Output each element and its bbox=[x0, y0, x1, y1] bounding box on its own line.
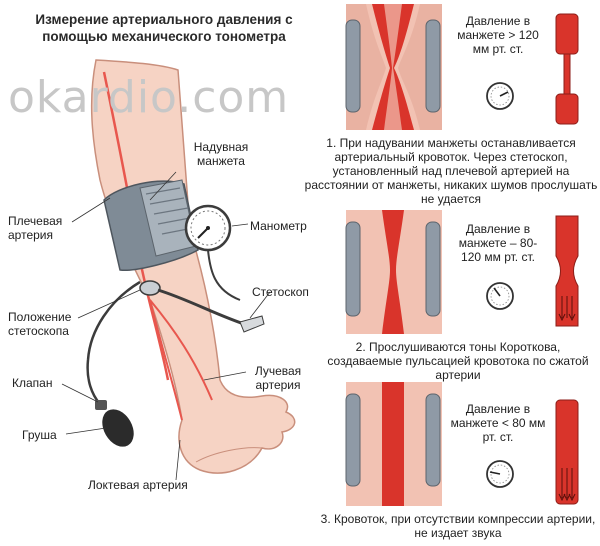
label-manometer: Манометр bbox=[250, 219, 307, 233]
panel-2-pressure: Давление в манжете – 80-120 мм рт. ст. bbox=[452, 222, 544, 264]
label-brachial-artery: Плечевая артерия bbox=[8, 214, 78, 242]
label-ulnar-artery: Локтевая артерия bbox=[88, 478, 188, 492]
panel-2-artery-section bbox=[346, 210, 442, 334]
panel-3-artery-section bbox=[346, 382, 442, 506]
panel-2-gauge bbox=[487, 283, 513, 309]
panel-1-caption: 1. При надувании манжеты останавливается… bbox=[302, 136, 600, 206]
panel-1-artery-section bbox=[346, 4, 442, 130]
label-stethoscope-position: Положение стетоскопа bbox=[8, 310, 88, 338]
panel-1-gauge bbox=[487, 83, 513, 109]
panel-2-vessel bbox=[556, 216, 578, 326]
panel-1-pressure: Давление в манжете > 120 мм рт. ст. bbox=[448, 14, 548, 56]
watermark: okardio.com bbox=[8, 72, 289, 123]
bulb-assembly bbox=[88, 282, 141, 452]
panel-3-pressure: Давление в манжете < 80 мм рт. ст. bbox=[448, 402, 548, 444]
panel-3-vessel bbox=[556, 400, 578, 504]
panel-1-vessel bbox=[556, 14, 578, 124]
label-cuff: Надувная манжета bbox=[176, 140, 266, 168]
label-bulb: Груша bbox=[22, 428, 57, 442]
panel-3-caption: 3. Кровоток, при отсутствии компрессии а… bbox=[316, 512, 600, 540]
cuff bbox=[104, 180, 198, 270]
diagram-title: Измерение артериального давления с помощ… bbox=[14, 11, 314, 45]
label-radial-artery: Лучевая артерия bbox=[248, 364, 308, 392]
label-stethoscope: Стетоскоп bbox=[252, 285, 309, 299]
panel-2-caption: 2. Прослушиваются тоны Короткова, создав… bbox=[320, 340, 596, 382]
panel-3-gauge bbox=[487, 461, 513, 487]
label-valve: Клапан bbox=[12, 376, 52, 390]
